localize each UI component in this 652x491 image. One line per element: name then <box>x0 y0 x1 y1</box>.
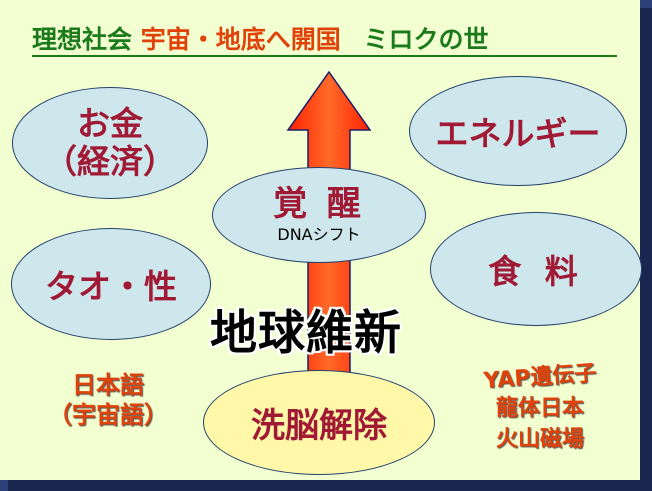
note-yap-gene: YAP遺伝子 龍体日本 火山磁場 <box>460 361 620 455</box>
slide-shadow-bottom <box>8 480 652 491</box>
note-japanese-language: 日本語 （宇宙語） <box>38 370 178 430</box>
title-underline <box>32 55 617 57</box>
page-title: 理想社会 宇宙・地底へ開国 ミロクの世 <box>32 20 632 56</box>
bubble-brainwash-label: 洗脳解除 <box>251 406 387 446</box>
bubble-brainwash-release: 洗脳解除 <box>203 370 435 475</box>
bubble-awakening: 覚 醒 DNAシフト <box>212 167 426 263</box>
bubble-energy-label: エネルギー <box>435 114 601 153</box>
bubble-awakening-line1: 覚 醒 <box>273 184 365 224</box>
slide-canvas: 理想社会 宇宙・地底へ開国 ミロクの世 お金 （経済） エネルギー 覚 醒 DN… <box>0 0 642 480</box>
title-open-country: 宇宙・地底へ開国 <box>140 25 341 54</box>
bubble-food: 食 料 <box>430 212 642 326</box>
bubble-money-line2: （経済） <box>44 142 176 181</box>
note-yap-line2: 龍体日本 <box>495 396 584 421</box>
title-ideal-society: 理想社会 <box>32 25 133 54</box>
note-japanese-line2: （宇宙語） <box>48 401 168 429</box>
title-miroku: ミロクの世 <box>363 25 489 54</box>
earth-restoration-text: 地球維新 <box>210 306 402 361</box>
slide-shadow-right <box>640 8 652 491</box>
bubble-energy: エネルギー <box>409 76 627 186</box>
bubble-tao-sex: タオ・性 <box>11 228 211 340</box>
bubble-food-label: 食 料 <box>488 252 584 291</box>
bubble-money: お金 （経済） <box>12 87 208 199</box>
bubble-awakening-line2: DNAシフト <box>277 225 361 244</box>
bubble-tao-sex-label: タオ・性 <box>45 267 177 306</box>
bubble-money-line1: お金 <box>77 104 143 143</box>
note-japanese-line1: 日本語 <box>72 371 144 399</box>
note-yap-line3: 火山磁場 <box>495 427 584 452</box>
